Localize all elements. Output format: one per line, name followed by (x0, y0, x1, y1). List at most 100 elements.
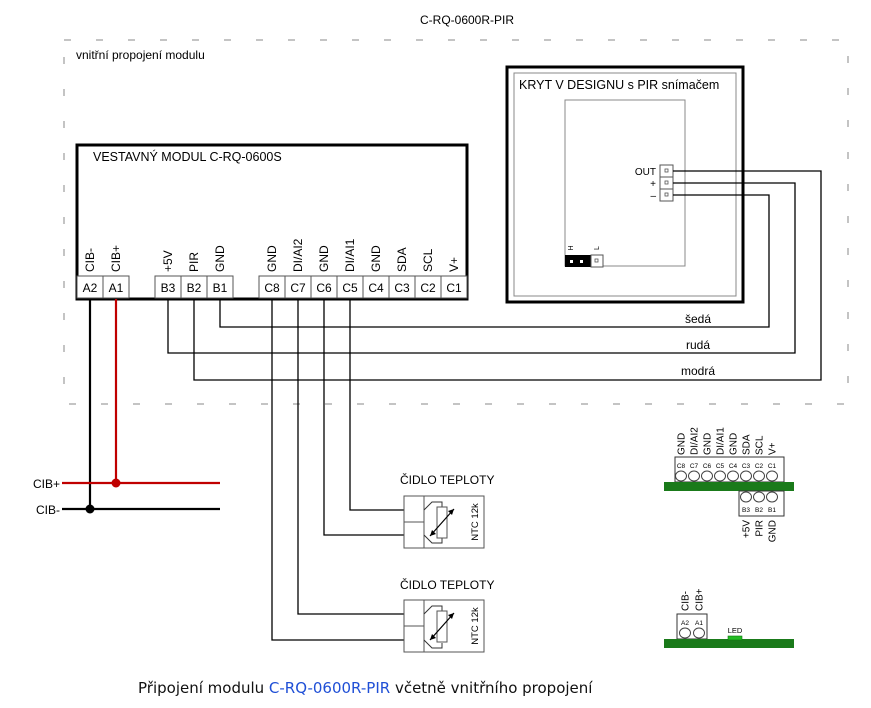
pcb-c-pin-socket (688, 470, 700, 482)
cib-minus-junction (85, 504, 95, 514)
pcb-top-connectors: C8GNDC7DI/AI2C6GNDC5DI/AI1C4GNDC3SDAC2SC… (664, 427, 794, 542)
pcb-b-pin-id: B3 (742, 507, 750, 514)
terminal-id: C5 (342, 281, 358, 295)
wire-plus-to-5v-ruda (167, 182, 796, 354)
pcb-c-pin-id: C1 (768, 463, 777, 470)
sensor-1-lead (423, 501, 443, 511)
jumper-label-l: L (594, 246, 601, 250)
pcb-b-pin-signal: +5V (742, 520, 753, 538)
pcb-c-pin-signal: SCL (755, 435, 766, 455)
sensor-2-title: ČIDLO TEPLOTY (400, 577, 494, 592)
jumper-pin (570, 260, 573, 263)
terminal-signal: PIR (187, 252, 201, 272)
pcb-c-pin-socket (740, 470, 752, 482)
pcb-c-pin-socket (753, 470, 765, 482)
terminal-id: C8 (264, 281, 280, 295)
jumper-cap (565, 255, 591, 267)
terminal-signal: CIB+ (109, 245, 123, 272)
pin-plus (659, 176, 674, 190)
terminal-id: C2 (420, 281, 436, 295)
cib-bus: CIB+ CIB- (33, 299, 220, 517)
terminal-signal: +5V (161, 250, 175, 272)
pcb-b-pin-signal: PIR (755, 520, 766, 537)
caption-module-name: C-RQ-0600R-PIR (268, 679, 391, 697)
jumper-pin (580, 260, 583, 263)
pin-label-plus: + (650, 179, 656, 190)
pcb-c-pin-signal: SDA (742, 434, 753, 455)
sensitivity-jumper: H L (565, 245, 604, 268)
sensor-2-type: NTC 12k (470, 607, 481, 645)
pcb-a-pin-socket (693, 627, 705, 639)
ntc-arrow-icon (429, 612, 455, 641)
jumper-label-h: H (568, 245, 575, 250)
pcb-c-pin-id: C6 (703, 463, 712, 470)
terminal-signal: DI/AI2 (291, 238, 305, 272)
ntc-arrow-head (448, 613, 454, 619)
ntc-arrow-icon (429, 508, 455, 537)
pin-minus (659, 188, 674, 202)
temperature-sensor-2: ČIDLO TEPLOTY NTC 12k (400, 577, 494, 653)
wire-c6-to-sensor1 (323, 299, 404, 536)
terminal-signal: GND (213, 245, 227, 272)
wire-minus-to-gnd-seda (219, 194, 770, 328)
wire-c5-to-sensor1 (349, 299, 404, 511)
terminal-signal: SDA (395, 247, 409, 272)
cib-minus-label: CIB- (36, 503, 60, 517)
ntc-arrow-head (430, 530, 436, 536)
terminal-signal: SCL (421, 248, 435, 272)
terminal-id: C7 (290, 281, 306, 295)
pin-minus-hole (664, 192, 669, 197)
caption-prefix: Připojení modulu (138, 679, 269, 697)
pcb-c-pin-signal: DI/AI1 (716, 427, 727, 455)
pin-plus-hole (664, 180, 669, 185)
terminal-id: B1 (213, 281, 228, 295)
pin-out-hole (664, 168, 669, 173)
pcb-b-pin-socket (766, 491, 778, 503)
pcb-a-pin-id: A2 (681, 620, 689, 627)
pcb-b-pin-id: B1 (768, 507, 776, 514)
terminal-a1 (102, 275, 130, 299)
pcb-c-pin-socket (675, 470, 687, 482)
pcb-c-pin-socket (727, 470, 739, 482)
pcb-c-pin-id: C3 (742, 463, 751, 470)
pcb-c-pin-socket (766, 470, 778, 482)
pin-label-out: OUT (635, 167, 656, 178)
pcb-a-pin-signal: CIB+ (695, 588, 706, 611)
module-title: VESTAVNÝ MODUL C-RQ-0600S (93, 149, 282, 164)
ntc-arrow-head (430, 634, 436, 640)
wire-label-modra: modrá (681, 364, 715, 378)
cib-plus-junction (111, 478, 121, 488)
pcb-c-pin-id: C7 (690, 463, 699, 470)
led-label: LED (728, 626, 743, 635)
built-in-module (75, 143, 469, 301)
cover-outer-frame (505, 65, 745, 304)
terminal-signal: GND (369, 245, 383, 272)
terminal-signal: V+ (447, 257, 461, 272)
wire-label-ruda: rudá (686, 338, 710, 352)
cib-plus-label: CIB+ (33, 477, 60, 491)
pcb-b-pin-socket (753, 491, 765, 503)
pcb-c-pin-id: C8 (677, 463, 686, 470)
wires (167, 170, 822, 641)
cover-inner-frame (513, 72, 737, 297)
wire-label-seda: šedá (685, 312, 711, 326)
terminal-id: B2 (187, 281, 202, 295)
jumper-free-hole (594, 258, 599, 263)
pcb-c-pin-socket (714, 470, 726, 482)
pcb-c-pin-signal: GND (703, 433, 714, 455)
terminal-signal: CIB- (83, 248, 97, 272)
caption-suffix: včetně vnitřního propojení (390, 679, 593, 697)
terminal-id: B3 (161, 281, 176, 295)
pcb-b-pin-socket (740, 491, 752, 503)
pcb-c-pin-id: C4 (729, 463, 738, 470)
pcb-a-pin-id: A1 (695, 620, 703, 627)
wire-c8-to-sensor2 (271, 299, 404, 641)
temperature-sensor-1: ČIDLO TEPLOTY NTC 12k (400, 472, 494, 549)
terminal-b1 (206, 275, 234, 299)
diagram-title: C-RQ-0600R-PIR (420, 13, 514, 27)
pcb-c-pin-signal: GND (729, 433, 740, 455)
pir-cover: KRYT V DESIGNU s PIR snímačem OUT + – H … (505, 65, 745, 304)
terminal-id: C1 (446, 281, 462, 295)
